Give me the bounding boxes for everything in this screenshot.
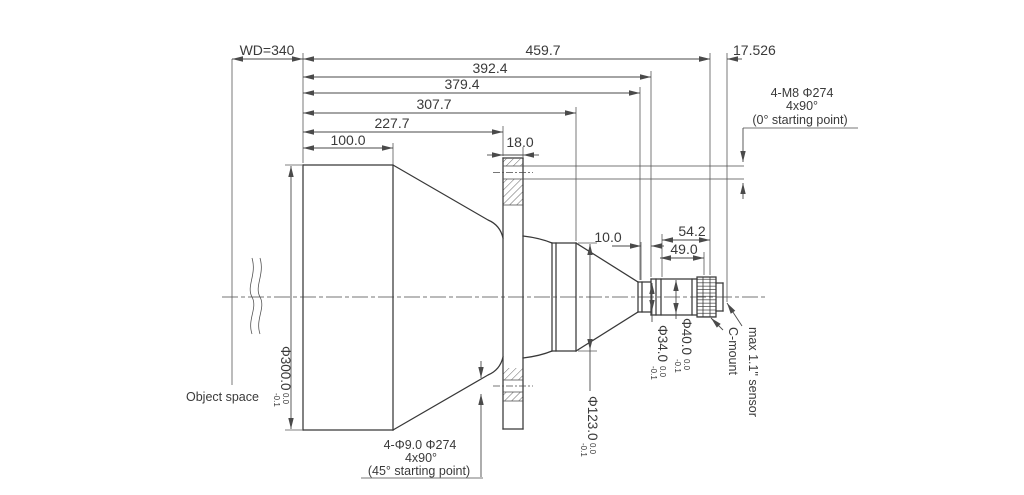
dim-307: 307.7 (416, 96, 451, 112)
rear-holes-line1: 4-M8 Φ274 (771, 86, 834, 100)
svg-text:Φ34.0: Φ34.0 (655, 325, 670, 362)
dimension-lines (232, 56, 858, 479)
svg-text:Φ300.0: Φ300.0 (278, 346, 293, 391)
break-mark (257, 257, 263, 335)
dim-working-distance: WD=340 (240, 42, 295, 58)
front-holes-line1: 4-Φ9.0 Φ274 (384, 438, 457, 452)
dim-100: 100.0 (330, 132, 365, 148)
bolt-hole-lines (493, 165, 744, 402)
dim-10: 10.0 (594, 229, 621, 245)
dim-flange-focal-distance: 17.526 (733, 42, 776, 58)
rear-holes-line3: (0° starting point) (752, 113, 847, 127)
knurled-ring (696, 276, 717, 318)
dia-neck-label: Φ34.0 0.0 -0.1 (649, 325, 670, 380)
svg-text:C-mount: C-mount (726, 327, 740, 375)
svg-text:-0.1: -0.1 (673, 359, 682, 373)
sensor-label: max 1.1" sensor (746, 327, 760, 417)
svg-text:Φ123.0: Φ123.0 (585, 396, 600, 441)
flange-section-hatch (503, 158, 523, 401)
svg-text:-0.1: -0.1 (649, 366, 658, 380)
svg-text:-0.1: -0.1 (579, 443, 588, 457)
dim-392: 392.4 (472, 60, 507, 76)
dim-49: 49.0 (670, 241, 697, 257)
object-space-label: Object space (186, 390, 259, 404)
break-mark (249, 257, 255, 335)
dim-54: 54.2 (678, 223, 705, 239)
dia-barrel-label: Φ40.0 0.0 -0.1 (673, 318, 694, 373)
object-space-line (231, 59, 263, 385)
dim-227: 227.7 (374, 115, 409, 131)
svg-text:0.0: 0.0 (682, 359, 691, 371)
front-holes-line2: 4x90° (405, 451, 437, 465)
dia-mid-label: Φ123.0 0.0 -0.1 (579, 396, 600, 457)
rear-holes-note: 4-M8 Φ274 4x90° (0° starting point) (752, 86, 847, 127)
rear-holes-line2: 4x90° (786, 99, 818, 113)
dim-flange-thickness: 18.0 (506, 134, 533, 150)
front-holes-note: 4-Φ9.0 Φ274 4x90° (45° starting point) (368, 438, 470, 478)
svg-text:Φ40.0: Φ40.0 (679, 318, 694, 355)
dim-total-length: 459.7 (525, 42, 560, 58)
svg-text:-0.1: -0.1 (272, 393, 281, 407)
cmount-label: C-mount (726, 327, 740, 375)
svg-text:0.0: 0.0 (588, 443, 597, 455)
svg-text:0.0: 0.0 (281, 393, 290, 405)
dim-379: 379.4 (444, 76, 479, 92)
front-holes-line3: (45° starting point) (368, 464, 470, 478)
lens-body-outline (302, 157, 724, 431)
svg-text:max 1.1" sensor: max 1.1" sensor (746, 327, 760, 417)
svg-text:0.0: 0.0 (658, 366, 667, 378)
dia-body-label: Φ300.0 0.0 -0.1 (272, 346, 293, 407)
